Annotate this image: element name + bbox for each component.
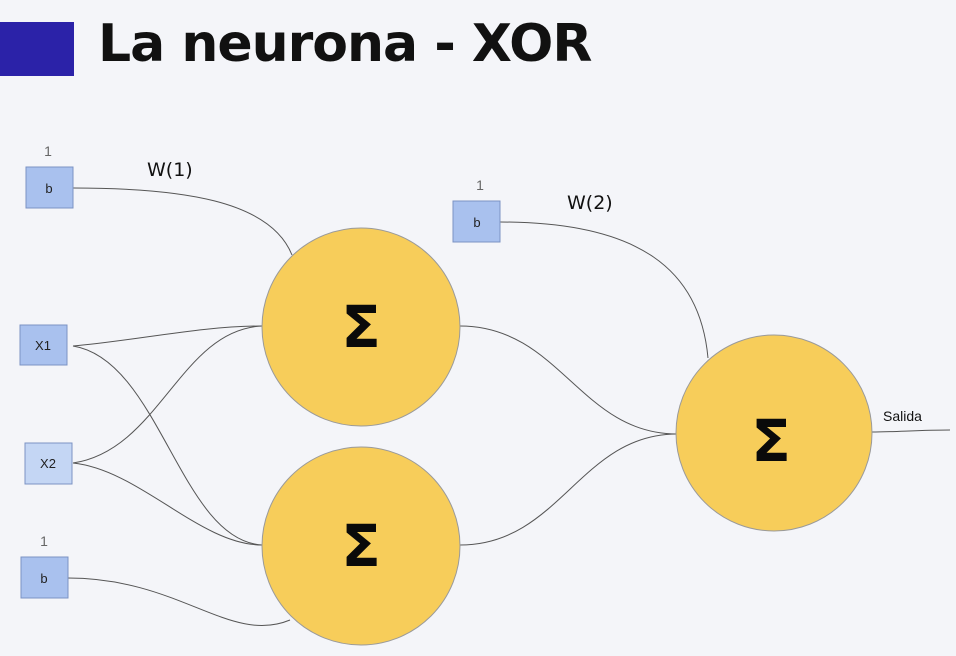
- hidden-neuron-top-sigma: Σ: [341, 293, 381, 361]
- hidden-neuron-top: [261, 227, 461, 427]
- hidden-neuron-bottom: [261, 446, 461, 646]
- edge-x1-hidden-bottom: [72, 345, 263, 546]
- edge-bias2-hidden-bottom: [67, 577, 291, 627]
- edge-x2-hidden-bottom: [72, 462, 263, 546]
- weight-label-w1: W(1): [147, 159, 193, 181]
- x1-box: [19, 324, 68, 366]
- x2-label: X2: [40, 456, 56, 471]
- connections: [67, 187, 951, 627]
- edge-bias-out-output: [499, 221, 709, 359]
- hidden-neuron-bottom-sigma: Σ: [341, 512, 381, 580]
- bias2-label: b: [40, 571, 47, 586]
- bias1-box: [25, 166, 74, 209]
- edge-hidden-bottom-output: [459, 433, 678, 546]
- edge-hidden-top-output: [459, 325, 678, 435]
- title-accent-bar: [0, 22, 74, 76]
- bias2-box: [20, 556, 69, 599]
- output-neuron: [675, 334, 873, 532]
- bias2-value: 1: [40, 533, 48, 549]
- x2-box: [24, 442, 73, 485]
- x1-label: X1: [35, 338, 51, 353]
- output-label: Salida: [883, 408, 922, 424]
- bias1-value: 1: [44, 143, 52, 159]
- page-title: La neurona - XOR: [98, 14, 592, 74]
- bias-out-label: b: [473, 215, 480, 230]
- output-neuron-sigma: Σ: [751, 407, 791, 475]
- edge-output-salida: [871, 429, 951, 433]
- bias-out-box: [452, 200, 501, 243]
- edge-x2-hidden-top: [72, 325, 263, 464]
- weight-label-w2: W(2): [567, 192, 613, 214]
- bias1-label: b: [45, 181, 52, 196]
- bias-out-value: 1: [476, 177, 484, 193]
- edge-bias1-hidden-top: [72, 187, 293, 256]
- edge-x1-hidden-top: [72, 325, 263, 347]
